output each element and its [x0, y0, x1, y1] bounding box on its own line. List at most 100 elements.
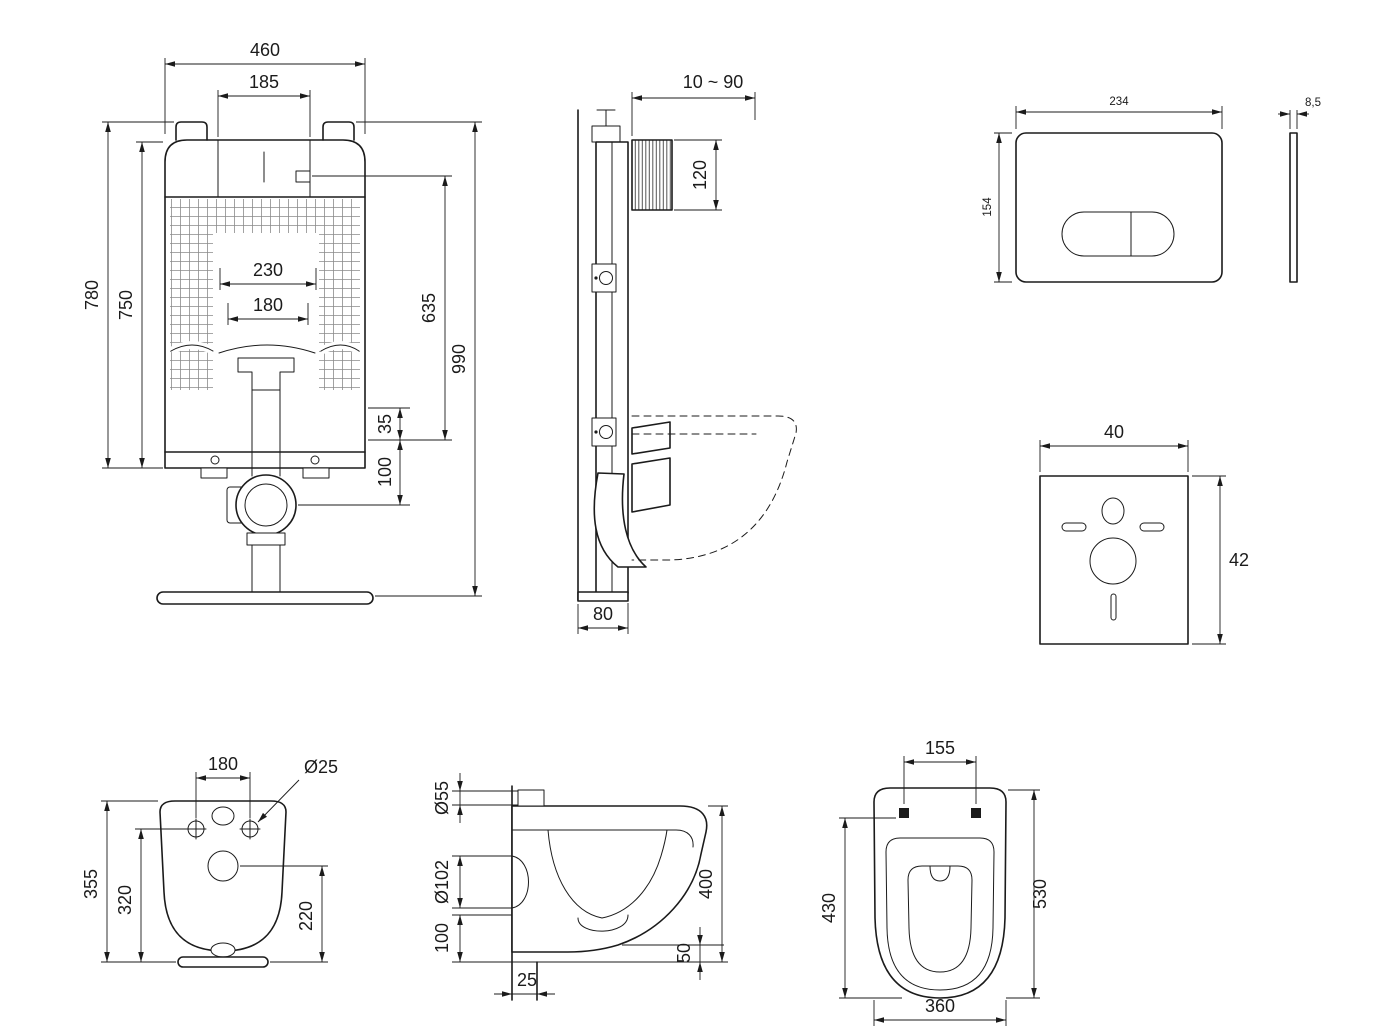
- dim-frame-depth: 80: [577, 603, 629, 634]
- dim-label: 25: [517, 970, 537, 990]
- dim-outlet-height: 100: [432, 914, 512, 963]
- dim-label: 230: [253, 260, 283, 280]
- cistern-side-view: 10 ~ 90 120 80: [577, 72, 797, 634]
- mat-slot-left: [1061, 522, 1087, 532]
- dim-label: 320: [115, 885, 135, 915]
- dim-offset-outlet: 100: [298, 440, 410, 506]
- dim-rim-height: 400: [676, 805, 728, 963]
- dim-label: 234: [1109, 96, 1129, 108]
- bowl-plan-outline: [873, 787, 1007, 999]
- flush-plate-view: 234 154 8,5: [982, 96, 1321, 283]
- dim-height-total: 990: [356, 121, 482, 597]
- inlet-hole: [211, 806, 235, 826]
- flush-button: [1061, 211, 1175, 257]
- dim-height-right-inner: 635: [312, 175, 452, 441]
- seat-tab: [929, 865, 951, 882]
- inlet-spigot: [517, 789, 545, 807]
- dim-opening-width-lower: 180: [227, 295, 309, 325]
- bowl-plan-view: 155 430 530 360: [819, 738, 1050, 1026]
- bowl-phantom-outline: [631, 415, 797, 561]
- dim-label: 185: [249, 72, 279, 92]
- bowl-rear-view: 180 Ø25 355 320 220: [81, 754, 338, 968]
- dim-height-bolt-line: 320: [115, 828, 186, 962]
- cistern-front-view: 460 185 780 750 230 180: [82, 40, 482, 605]
- dim-label: 430: [819, 893, 839, 923]
- dim-label: 635: [419, 293, 439, 323]
- dim-frame-width: 460: [164, 40, 366, 134]
- dim-outlet-diameter: Ø102: [432, 855, 512, 909]
- dim-label: 180: [253, 295, 283, 315]
- dim-label: 100: [432, 923, 452, 953]
- drain-bend: [593, 472, 647, 568]
- dim-length-overall: 530: [1006, 789, 1050, 999]
- trap-outline: [577, 914, 629, 932]
- valve-detail: [295, 170, 311, 183]
- dim-label: 780: [82, 280, 102, 310]
- dim-label: Ø25: [304, 757, 338, 777]
- base-plate: [156, 591, 374, 605]
- dim-tank-top-width: 185: [217, 72, 311, 137]
- dim-label: 220: [296, 901, 316, 931]
- dim-mat-height: 42: [1192, 475, 1249, 645]
- rim-inner-line: [511, 829, 694, 848]
- seat-outline: [885, 837, 995, 991]
- hinge-left: [899, 808, 909, 818]
- foot-right: [302, 467, 330, 479]
- dim-length-inner: 430: [819, 817, 902, 999]
- fixing-hole-left: [185, 818, 207, 840]
- dim-label: 460: [250, 40, 280, 60]
- dim-label: 155: [925, 738, 955, 758]
- sound-insulation-mat-view: 40 42: [1039, 422, 1249, 645]
- outlet-spigot: [511, 855, 529, 909]
- dim-label: 120: [690, 160, 710, 190]
- dim-bolt-hole-diameter: Ø25: [257, 757, 338, 823]
- dim-hinge-spacing: 155: [903, 738, 977, 804]
- dim-offset-small: 35: [368, 407, 410, 440]
- water-level-curves: [169, 341, 362, 355]
- rail-bolt-left: [210, 455, 220, 465]
- fixing-point-lower: [591, 417, 617, 447]
- dim-height-outer: 780: [82, 121, 174, 469]
- dim-height-overall: 355: [81, 800, 176, 963]
- bowl-fixing-stud: [631, 421, 671, 455]
- dim-label: 10 ~ 90: [683, 72, 744, 92]
- bowl-cavity: [547, 829, 668, 919]
- bowl-side-view: Ø55 Ø102 100 25 50 400: [432, 773, 728, 1001]
- tank-outline: [164, 139, 366, 469]
- rail-bolt-right: [310, 455, 320, 465]
- dim-plate-width: 234: [1015, 96, 1223, 129]
- mount-bracket-left: [175, 121, 208, 141]
- fill-valve-cap: [591, 125, 621, 143]
- bowl-rear-outline: [159, 800, 287, 952]
- mat-bottom-slot: [1110, 593, 1117, 621]
- dim-label: 355: [81, 869, 101, 899]
- dim-mat-width: 40: [1039, 422, 1189, 472]
- dim-label: Ø102: [432, 860, 452, 904]
- pipe-collar: [246, 532, 286, 546]
- dim-height-outlet: 220: [240, 865, 328, 963]
- dim-wall-offset: 25: [494, 970, 555, 997]
- dim-label: 40: [1104, 422, 1124, 442]
- dim-label: 154: [982, 197, 994, 217]
- actuator-box: [217, 139, 311, 198]
- dim-label: 400: [696, 869, 716, 899]
- bowl-profile: [511, 805, 708, 953]
- hinge-right: [971, 808, 981, 818]
- fixing-hole-right: [239, 818, 261, 840]
- dim-opening-width: 230: [219, 260, 317, 290]
- dim-width-overall: 360: [873, 996, 1007, 1026]
- mat-slot-right: [1139, 522, 1165, 532]
- foot-left: [200, 467, 228, 479]
- wall-bracket: [632, 140, 672, 210]
- flush-plate-edge-view: [1289, 132, 1298, 283]
- mount-bracket-right: [322, 121, 355, 141]
- flush-plate: [1015, 132, 1223, 283]
- dim-bolt-spacing: 180: [195, 754, 251, 818]
- dim-plate-thickness: 8,5: [1278, 97, 1321, 129]
- dim-inlet-diameter: Ø55: [432, 773, 518, 823]
- dim-label: 990: [449, 344, 469, 374]
- dim-label: 80: [593, 604, 613, 624]
- dim-label: 530: [1030, 879, 1050, 909]
- dim-label: 100: [375, 457, 395, 487]
